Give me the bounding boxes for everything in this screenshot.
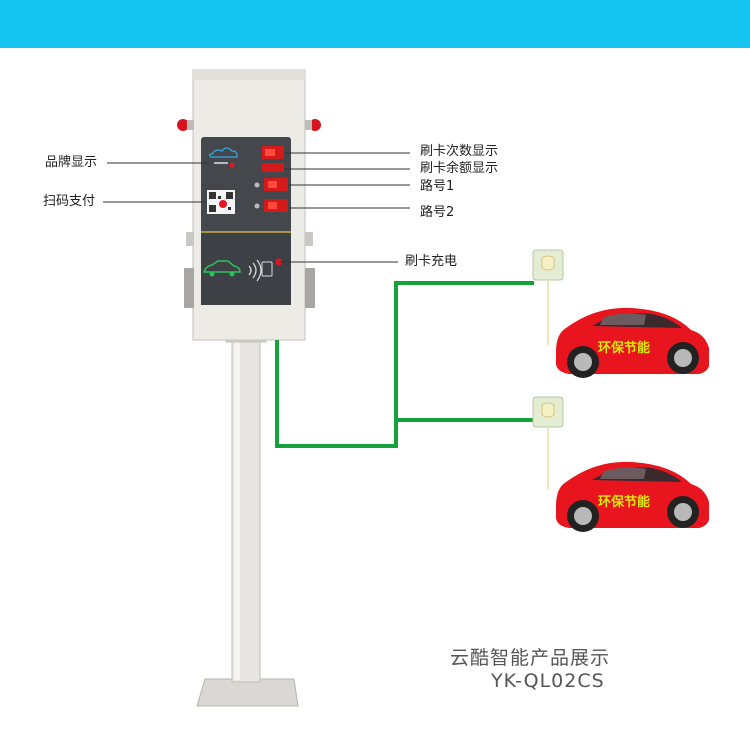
label-scan-pay: 扫码支付 xyxy=(43,194,96,209)
nfc-icon xyxy=(248,259,273,282)
charger-socket-2 xyxy=(532,396,564,490)
left-emergency-button[interactable] xyxy=(177,119,189,131)
car-2-slogan: 环保节能 xyxy=(598,495,651,510)
charger-socket-1 xyxy=(532,249,564,345)
car-icon xyxy=(202,260,241,277)
panel-scan-pay-text: 扫码支付 xyxy=(210,184,231,190)
label-card-balance-display: 刷卡余额显示 xyxy=(420,161,499,176)
charging-cables xyxy=(275,281,534,448)
base-plate xyxy=(196,678,299,707)
electric-car-1 xyxy=(556,307,709,378)
label-route-2: 路号2 xyxy=(420,205,455,220)
leader-lines xyxy=(103,152,410,263)
top-banner xyxy=(0,0,750,48)
car-1-slogan: 环保节能 xyxy=(598,341,651,356)
label-card-charge: 刷卡充电 xyxy=(405,254,458,269)
label-brand-display: 品牌显示 xyxy=(45,155,98,170)
label-card-count-display: 刷卡次数显示 xyxy=(420,144,499,159)
brand-logo xyxy=(209,147,238,168)
card-balance-display xyxy=(262,163,284,172)
caption-title: 云酷智能产品展示 xyxy=(450,647,611,669)
electric-car-2 xyxy=(556,461,709,532)
label-route-1: 路号1 xyxy=(420,179,455,194)
caption-model: YK-QL02CS xyxy=(491,670,605,692)
